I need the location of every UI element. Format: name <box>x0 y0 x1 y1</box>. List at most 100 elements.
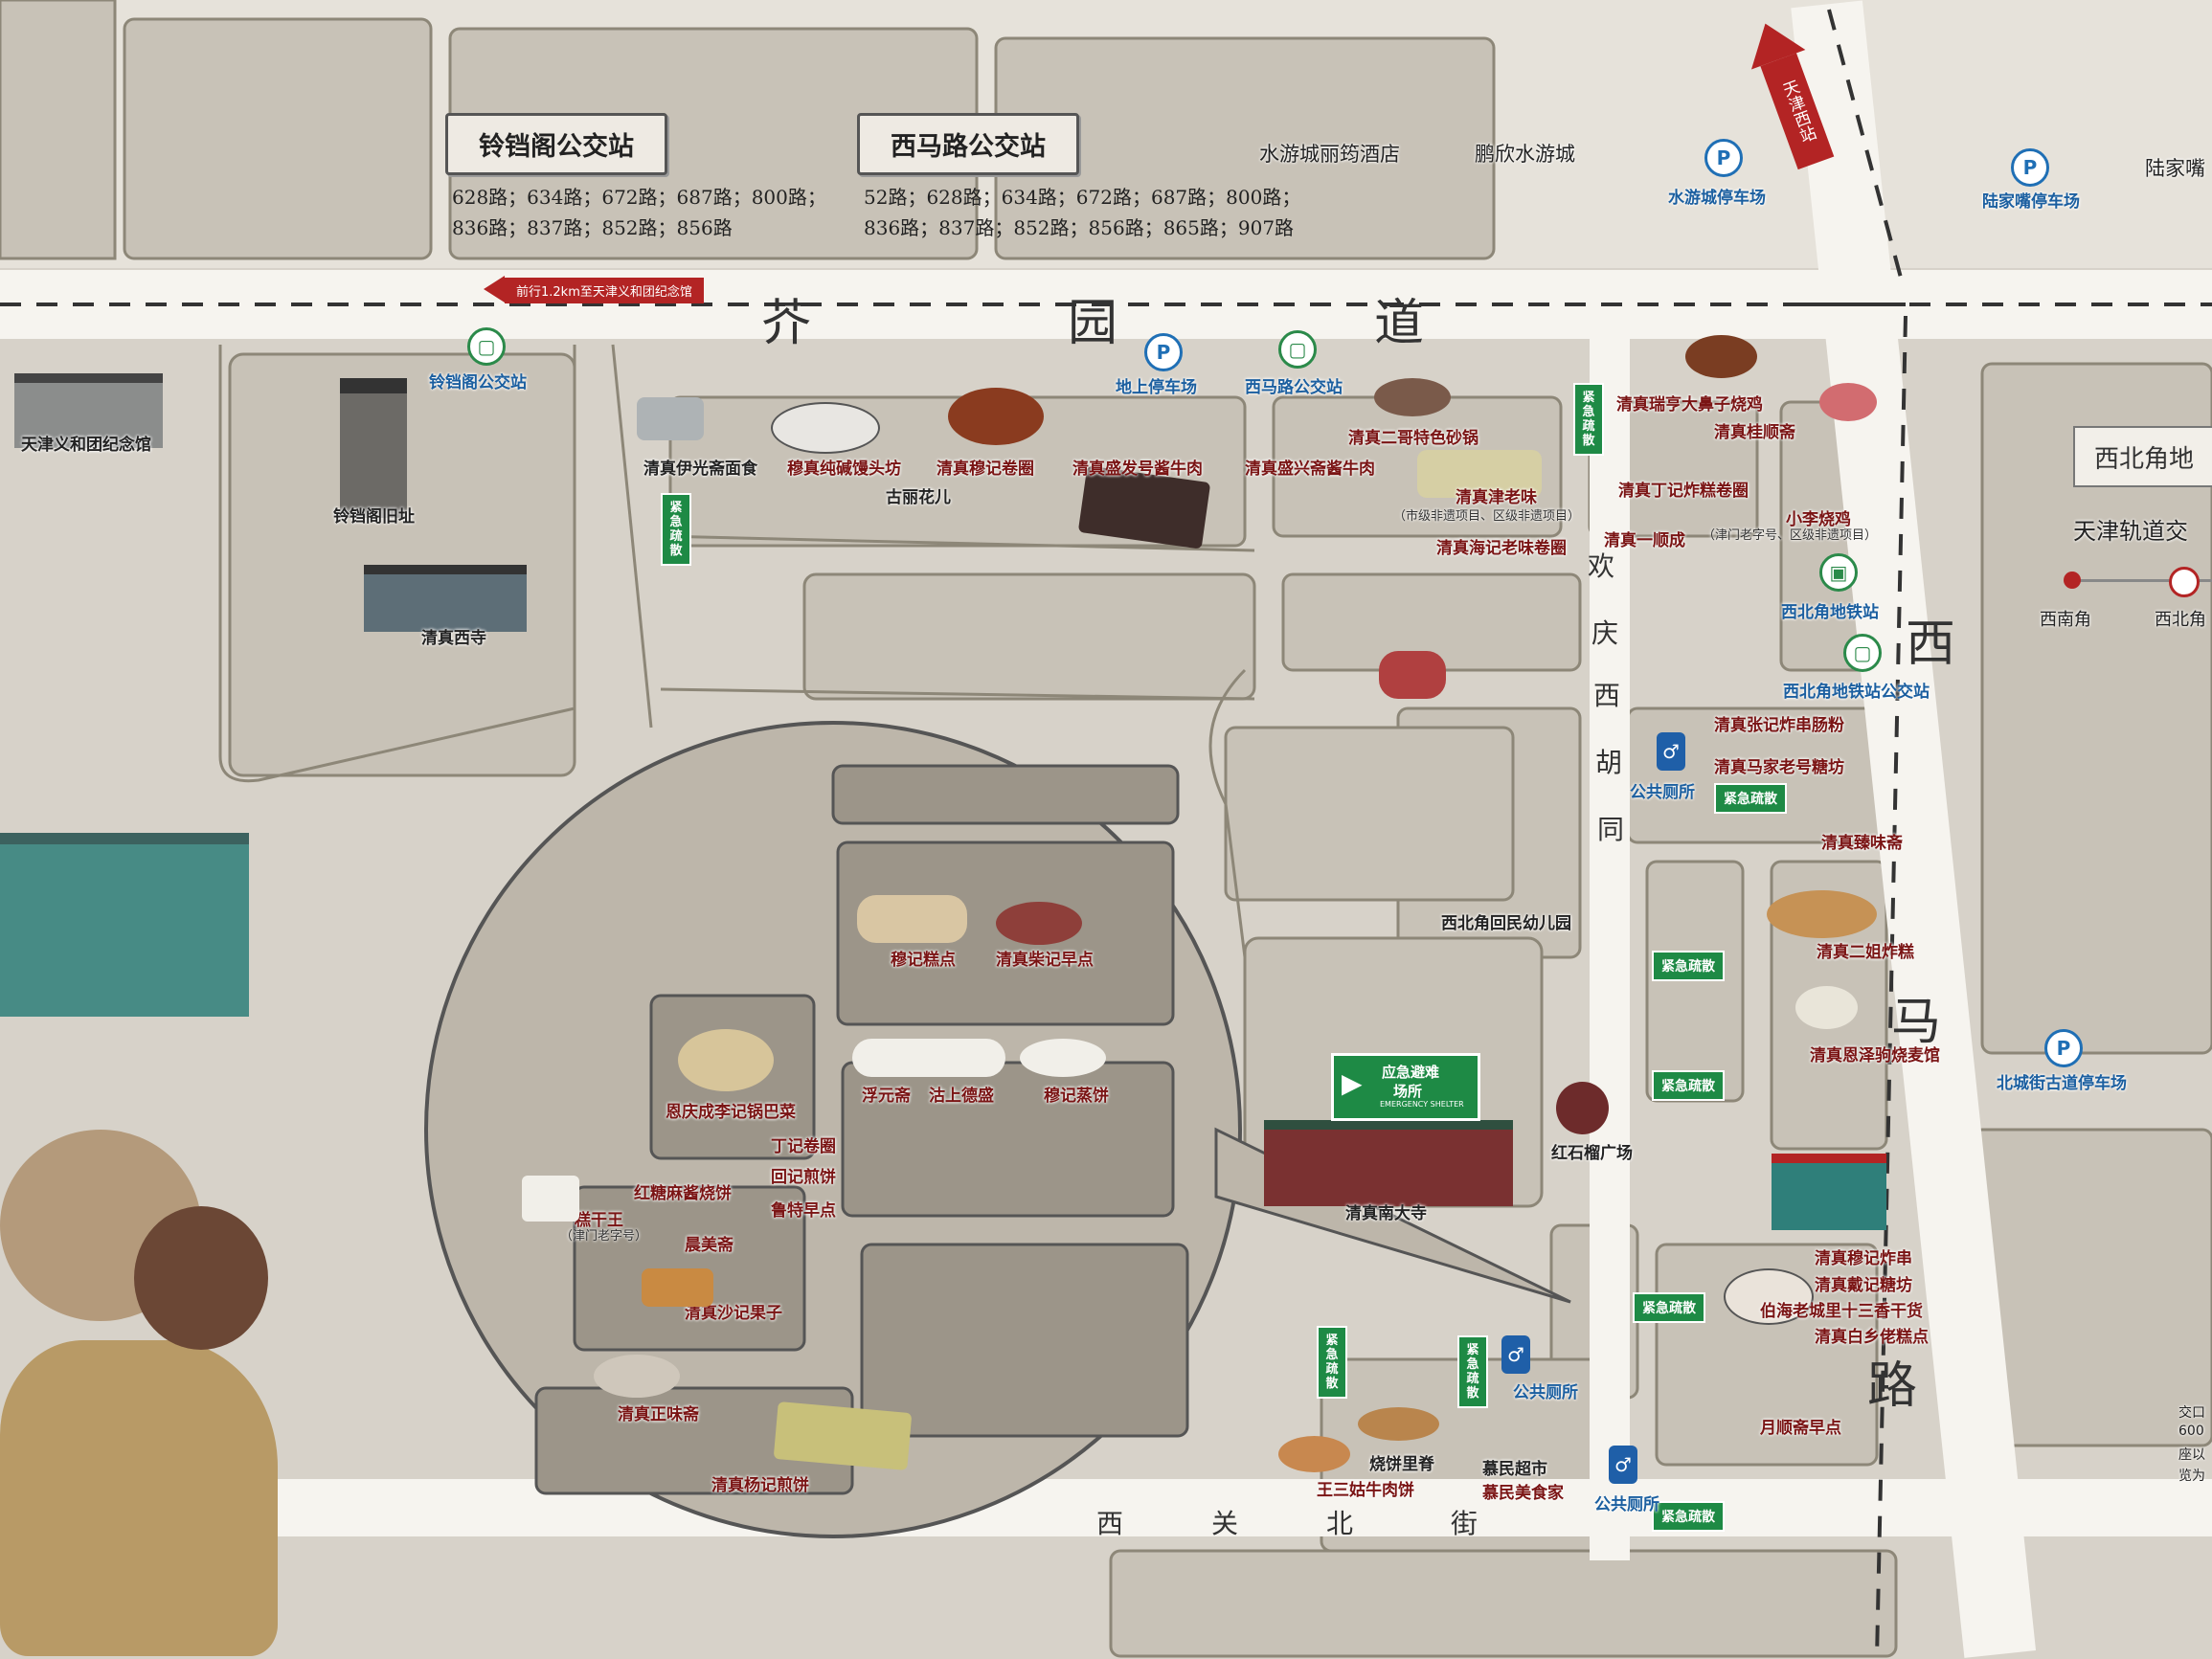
casserole-icon <box>1374 378 1451 416</box>
place-label: 清真二哥特色砂锅 <box>1348 429 1478 448</box>
pastry-icon <box>857 895 967 943</box>
arrow-left-icon <box>484 276 505 303</box>
metro-line <box>2068 579 2212 582</box>
place-note: （市级非遗项目、区级非遗项目） <box>1393 509 1581 524</box>
guozi-icon <box>642 1268 713 1307</box>
place-label: 北城街古道停车场 <box>1997 1074 2127 1093</box>
road-name-dao: 道 <box>1374 295 1425 352</box>
inset-place-label: 穆记糕点 <box>891 951 956 970</box>
road-name-xiguan-3: 北 <box>1326 1508 1354 1539</box>
steamed-bun-icon <box>771 402 880 454</box>
bus-routes-ximalu-line1: 52路；628路；634路；672路；687路；800路； <box>864 186 1301 209</box>
right-panel-title: 西北角地 <box>2094 445 2195 474</box>
bus-icon: ▢ <box>1843 634 1882 672</box>
inset-place-note: （津门老字号） <box>560 1229 648 1244</box>
inset-place-label: 鲁特早点 <box>771 1201 836 1221</box>
roast-chicken-icon <box>1685 335 1757 378</box>
evacuation-sign: 紧急疏散 <box>1652 951 1725 981</box>
bus-stop-title-linglongge: 铃铛阁公交站 <box>445 113 667 175</box>
bowl-icon <box>594 1355 680 1398</box>
place-label: 清真马家老号糖坊 <box>1714 758 1844 777</box>
station-label: 西南角 <box>2040 610 2091 630</box>
children-playing-icon <box>1465 862 1551 909</box>
place-label: 公共厕所 <box>1594 1495 1659 1514</box>
dumpling-icon <box>1417 450 1542 498</box>
label-parking-lujiazui: 陆家嘴停车场 <box>1982 192 2080 212</box>
fried-cake-icon <box>1767 890 1877 938</box>
place-label: 清真二姐炸糕 <box>1817 943 1914 962</box>
shelter-line2: 场所 <box>1393 1083 1423 1100</box>
edge-text: 600 <box>2178 1424 2204 1439</box>
station-label: 西北角 <box>2155 610 2206 630</box>
scooter-rider-icon <box>1379 651 1446 699</box>
road-name-yuan: 园 <box>1068 295 1118 352</box>
road-name-huanqing-3: 西 <box>1593 680 1621 711</box>
gaogan-icon <box>522 1176 579 1222</box>
place-label: 清真南大寺 <box>1345 1204 1427 1223</box>
road-name-xiguan-2: 关 <box>1211 1508 1239 1539</box>
runner-icon: ▶ <box>1342 1067 1363 1099</box>
road-name-xiguan-1: 西 <box>1096 1508 1124 1539</box>
jianbing-icon <box>773 1401 913 1470</box>
evacuation-sign-vertical: 紧急疏散 <box>661 493 691 566</box>
road-name-lu: 路 <box>1867 1357 1918 1415</box>
bus-stop-title-ximalu: 西马路公交站 <box>857 113 1079 175</box>
place-label: 清真瑞亨大鼻子烧鸡 <box>1616 395 1763 415</box>
shelter-en: EMERGENCY SHELTER <box>1380 1100 1464 1109</box>
place-label: 西马路公交站 <box>1245 378 1343 397</box>
inset-place-label: 清真杨记煎饼 <box>711 1476 809 1495</box>
inset-place-label: 晨美斋 <box>685 1236 734 1255</box>
evacuation-sign: 紧急疏散 <box>1714 783 1787 814</box>
emergency-shelter-sign: ▶ 应急避难 场所 EMERGENCY SHELTER <box>1331 1053 1480 1121</box>
place-label: 清真桂顺斋 <box>1714 423 1795 442</box>
pancake-pile-icon <box>0 1340 278 1656</box>
right-panel-subtitle: 天津轨道交 <box>2073 518 2188 545</box>
road-name-huanqing-5: 同 <box>1597 814 1625 845</box>
place-note: （津门老字号、区级非遗项目） <box>1703 528 1878 543</box>
label-lujiazui: 陆家嘴 <box>2145 157 2205 180</box>
place-label: 古丽花儿 <box>886 488 951 507</box>
bus-routes-ximalu: 52路；628路；634路；672路；687路；800路； 836路；837路；… <box>864 182 1300 243</box>
archway-icon <box>1772 1154 1886 1230</box>
parking-icon: P <box>2011 148 2049 187</box>
edge-text: 交口 <box>2178 1405 2205 1421</box>
toilet-icon: ♂ <box>1609 1446 1637 1484</box>
place-label: 清真穆记炸串 <box>1815 1249 1912 1268</box>
inset-place-label: 红糖麻酱烧饼 <box>634 1184 732 1203</box>
place-label: 清真盛发号酱牛肉 <box>1072 460 1203 479</box>
place-label: 天津义和团纪念馆 <box>21 436 151 455</box>
pavilion-art <box>0 833 249 1017</box>
place-label: 烧饼里脊 <box>1369 1455 1434 1474</box>
label-parking-shuiyou: 水游城停车场 <box>1668 189 1766 208</box>
guobacai-icon <box>678 1029 774 1091</box>
place-label: 伯海老城里十三香干货 <box>1760 1302 1923 1321</box>
place-label: 清真白乡佬糕点 <box>1815 1328 1929 1347</box>
beef-pie-icon <box>1278 1436 1350 1472</box>
inset-place-label: 丁记卷圈 <box>771 1137 836 1156</box>
road-name-ma: 马 <box>1891 994 1942 1051</box>
road-name-xi: 西 <box>1906 616 1956 673</box>
bus-routes-linglongge: 628路；634路；672路；687路；800路； 836路；837路；852路… <box>452 182 826 243</box>
evacuation-sign: 紧急疏散 <box>1652 1070 1725 1101</box>
sesame-cake-icon <box>1358 1407 1439 1441</box>
fried-roll-icon <box>948 388 1044 445</box>
bus-routes-ximalu-line2: 836路；837路；852路；856路；865路；907路 <box>864 216 1295 239</box>
bus-routes-linglongge-line2: 836路；837路；852路；856路 <box>452 216 733 239</box>
inset-place-label: 浮元斋 <box>862 1087 911 1106</box>
road-name-xiguan-4: 街 <box>1451 1508 1478 1539</box>
metro-station-dot <box>2064 572 2081 589</box>
place-label: 小李烧鸡 <box>1786 510 1851 529</box>
inset-place-label: 沽上德盛 <box>929 1087 994 1106</box>
steamed-cake-icon <box>1020 1039 1106 1077</box>
inset-place-label: 穆记蒸饼 <box>1044 1087 1109 1106</box>
place-label: 清真丁记炸糕卷圈 <box>1618 482 1749 501</box>
place-label: 铃铛阁公交站 <box>429 373 527 392</box>
place-label: 清真西寺 <box>421 629 486 648</box>
place-label: 西北角回民幼儿园 <box>1441 914 1571 933</box>
inset-place-label: 糕干王 <box>575 1211 623 1230</box>
noodle-icon <box>637 397 704 440</box>
inset-place-label: 回记煎饼 <box>771 1168 836 1187</box>
right-info-panel: 西北角地 <box>2073 426 2212 487</box>
pomegranate-icon <box>1556 1082 1609 1134</box>
toilet-icon: ♂ <box>1657 732 1685 771</box>
